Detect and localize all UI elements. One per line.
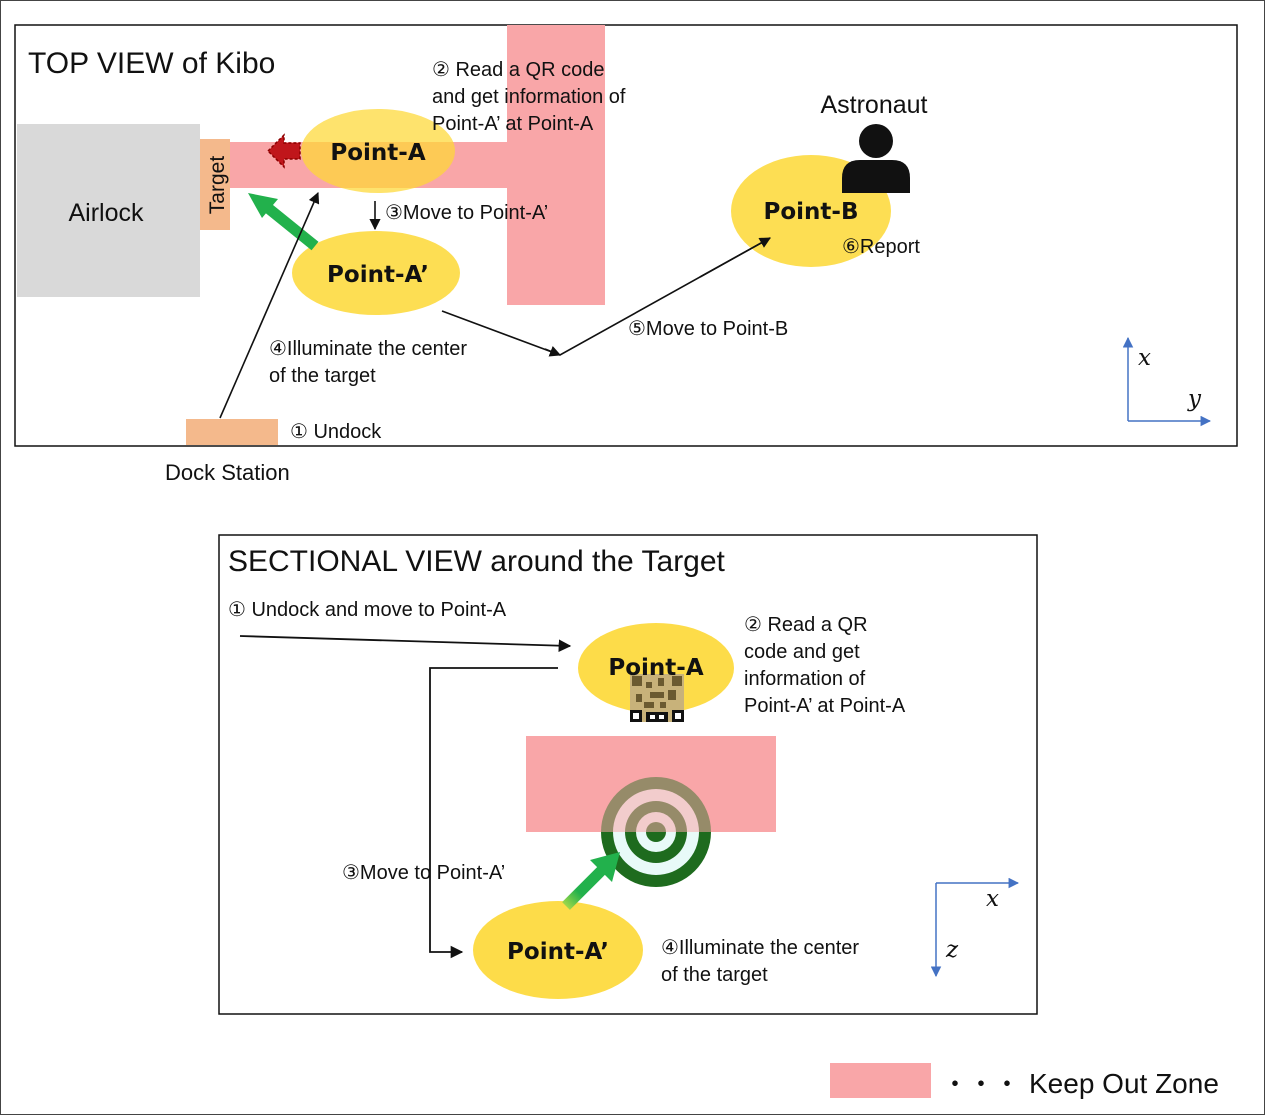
legend-label: Keep Out Zone — [1029, 1068, 1219, 1099]
sect-point-a-prime-label: Point-A’ — [507, 939, 609, 965]
sect-step2-text: ② Read a QR code and get information of … — [744, 614, 906, 717]
sect-axis-x-label: x — [986, 886, 999, 912]
sect-axis-z-label: z — [945, 937, 959, 963]
sectional-view-title: SECTIONAL VIEW around the Target — [228, 545, 726, 578]
top-axis-y-label: y — [1187, 386, 1202, 412]
sect-move-to-a-prime-path — [429, 667, 558, 959]
dock-station-label: Dock Station — [165, 460, 290, 485]
top-view-title: TOP VIEW of Kibo — [28, 47, 275, 80]
top-step3-text: ③Move to Point-A’ — [385, 202, 548, 224]
move-to-b-mid-arrow — [544, 346, 562, 357]
airlock — [17, 124, 200, 297]
top-step6-text: ⑥Report — [842, 236, 920, 258]
dock-station — [186, 419, 278, 445]
top-step1-text: ① Undock — [290, 421, 382, 443]
target-strip — [200, 139, 230, 230]
target-bullseye-icon — [601, 777, 711, 887]
sect-laser-beam — [562, 864, 608, 910]
sect-laser-beam-head — [590, 852, 620, 882]
laser-beam-head — [248, 193, 278, 218]
sect-point-a-prime-zone — [473, 901, 643, 999]
top-step4-text: ④Illuminate the center of the target — [269, 338, 473, 387]
top-axis-x-label: x — [1138, 345, 1151, 371]
top-view-panel: TOP VIEW of Kibo Airlock Target Point-A … — [14, 24, 1238, 447]
qr-code-icon — [630, 674, 684, 722]
sect-step1-text: ① Undock and move to Point-A — [228, 599, 507, 621]
legend-swatch — [830, 1063, 931, 1098]
undock-path-arrow — [219, 191, 320, 419]
sectional-view-panel: SECTIONAL VIEW around the Target ① Undoc… — [218, 534, 1038, 1015]
laser-beam — [264, 203, 319, 251]
point-b-label: Point-B — [764, 199, 859, 225]
sect-step4-text: ④Illuminate the center of the target — [661, 937, 865, 986]
point-a-prime-label: Point-A’ — [327, 262, 429, 288]
move-to-b-end-arrow — [699, 237, 771, 278]
target-label: Target — [206, 156, 229, 215]
keep-out-zone-vertical — [507, 25, 605, 305]
top-view-border — [14, 24, 1238, 447]
sect-undock-arrow — [239, 635, 572, 652]
astronaut-label: Astronaut — [820, 91, 927, 119]
legend-dots: ・・・ — [942, 1069, 1020, 1099]
sect-step3-text: ③Move to Point-A’ — [342, 862, 505, 884]
legend: ・・・ Keep Out Zone — [830, 1063, 1219, 1099]
point-a-prime-zone — [292, 231, 460, 315]
airlock-label: Airlock — [68, 199, 144, 227]
top-step2-text: ② Read a QR code and get information of … — [432, 59, 631, 135]
point-a-zone — [301, 109, 455, 193]
top-step5-text: ⑤Move to Point-B — [628, 318, 788, 340]
point-a-label: Point-A — [330, 140, 425, 166]
sect-point-a-label: Point-A — [608, 655, 703, 681]
sect-point-a-zone — [578, 623, 734, 713]
astronaut-icon — [842, 124, 910, 193]
robot-orientation-icon — [266, 133, 301, 169]
